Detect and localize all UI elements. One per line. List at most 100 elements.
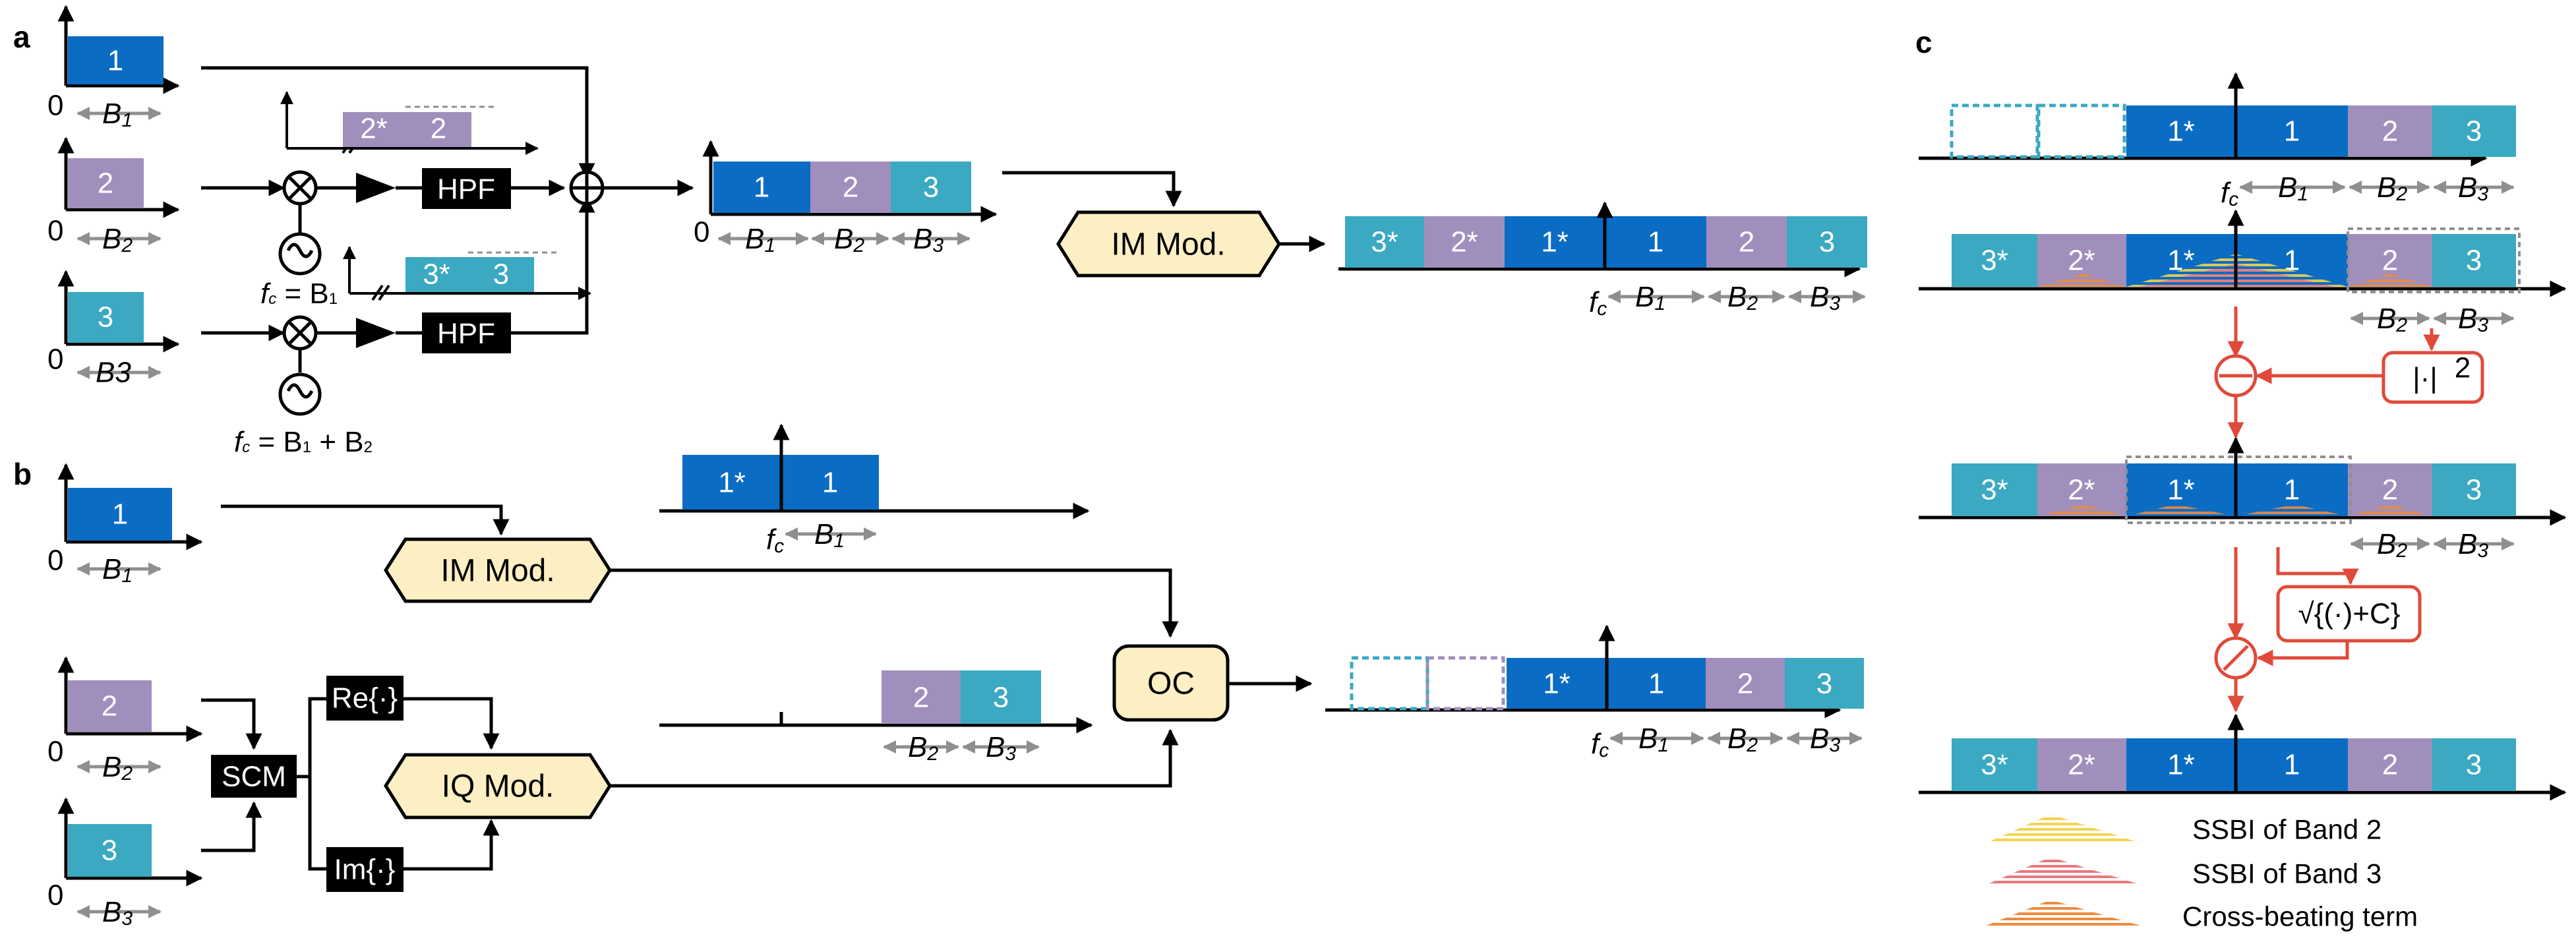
svg-text:B3: B3: [102, 896, 133, 930]
panel-c-row-4: 3* 2* 1* 1 2 3: [1919, 713, 2567, 801]
band-2-label: 2: [98, 167, 113, 200]
im-block: [326, 847, 404, 892]
svg-text:3*: 3*: [1981, 245, 2008, 277]
im-modulator-b-label: IM Mod.: [440, 554, 554, 589]
mixer-1: [282, 170, 318, 206]
band-1-label: 1: [107, 45, 123, 77]
svg-text:3*: 3*: [1981, 474, 2008, 506]
svg-text:2: 2: [2382, 474, 2398, 506]
svg-text:B1: B1: [2278, 171, 2308, 205]
svg-text:1*: 1*: [2167, 749, 2195, 781]
svg-text:B3: B3: [2458, 171, 2488, 205]
bandwidth-b3-label: B3: [96, 357, 131, 389]
svg-text:3*: 3*: [1981, 749, 2008, 781]
band-3-block: [68, 292, 144, 343]
svg-text:2: 2: [1739, 226, 1754, 258]
svg-text:3: 3: [493, 258, 509, 291]
svg-text:0: 0: [47, 879, 63, 912]
divide-icon: [2214, 636, 2258, 680]
svg-text:0: 0: [47, 736, 63, 768]
panel-b-output-spectrum: 1* 1 2 3 fc B1 B2 B3: [1325, 624, 1864, 761]
svg-text:B2: B2: [908, 731, 938, 765]
panel-b-input-1: 1 0 B1: [47, 463, 203, 587]
svg-text:2*: 2*: [1451, 226, 1478, 258]
svg-text:3: 3: [1819, 226, 1835, 258]
zero-label: 0: [47, 215, 63, 247]
oscillator-2-freq: fc = B1 + B2: [234, 426, 373, 458]
panel-a-output-spectrum: 3* 2* 1* 1 2 3 fc B1 B2 B3: [1338, 201, 1867, 320]
svg-text:B3: B3: [1810, 723, 1840, 756]
svg-text:fc: fc: [2221, 177, 2238, 210]
svg-text:B3: B3: [1810, 281, 1840, 314]
band-3-label: 3: [98, 301, 113, 334]
svg-text:2: 2: [2382, 245, 2398, 277]
band-2-block: [68, 158, 144, 208]
panel-a-combined-spectrum: 1 2 3 0 B1 B2 B3: [694, 140, 998, 256]
legend-ssbi3-swatch: [1985, 857, 2143, 885]
svg-text:B2: B2: [1727, 281, 1758, 314]
svg-text:B1: B1: [745, 223, 775, 256]
panel-a-input-2: 2 0 B2: [47, 136, 180, 256]
svg-text:1: 1: [2284, 115, 2300, 148]
svg-text:B2: B2: [2377, 171, 2407, 205]
svg-text:1*: 1*: [1541, 226, 1569, 258]
legend-cross-label: Cross-beating term: [2182, 901, 2418, 932]
re-label: Re{·}: [332, 682, 398, 715]
svg-text:1*: 1*: [1543, 668, 1571, 700]
sqrt-label: √{(·)+C}: [2298, 598, 2401, 630]
svg-text:2: 2: [1737, 668, 1753, 700]
panel-a-spectrum-insert-2: 3* 3: [343, 246, 591, 301]
svg-text:2*: 2*: [360, 113, 388, 145]
panel-c-row-3: 3* 2* 1* 1 2 3 B2 B3: [1919, 436, 2567, 562]
svg-text:2: 2: [102, 690, 117, 723]
svg-text:B1: B1: [814, 518, 845, 552]
svg-text:1*: 1*: [2167, 474, 2195, 506]
legend-ssbi2-swatch: [1985, 814, 2143, 844]
hpf-1: [422, 168, 511, 209]
svg-text:2*: 2*: [2068, 245, 2095, 277]
legend-ssbi2-label: SSBI of Band 2: [2192, 814, 2381, 845]
im-modulator-a-label: IM Mod.: [1111, 227, 1225, 262]
svg-text:3: 3: [102, 835, 117, 867]
panel-a-input-1: 1 0 B1: [47, 5, 180, 131]
svg-text:3*: 3*: [423, 258, 450, 291]
svg-text:3: 3: [923, 171, 939, 204]
scm-block: [211, 755, 297, 798]
scm-label: SCM: [222, 761, 286, 793]
panel-a-spectrum-insert-1: 2* 2: [280, 91, 539, 155]
svg-text:3: 3: [2466, 474, 2482, 506]
svg-text:0: 0: [694, 216, 709, 249]
svg-text:3: 3: [2466, 115, 2482, 148]
oscillator-2-icon: [278, 372, 322, 416]
svg-text:B2: B2: [834, 223, 864, 256]
svg-text:2*: 2*: [2068, 749, 2095, 781]
svg-text:1: 1: [112, 498, 128, 531]
svg-text:3: 3: [2466, 749, 2482, 781]
im-label: Im{·}: [334, 854, 396, 886]
panel-label-b: b: [13, 457, 32, 491]
svg-text:2: 2: [913, 682, 929, 714]
panel-b-spectrum-band1: 1* 1 fc B1: [659, 423, 1090, 557]
mixer-2: [282, 315, 318, 351]
amplifier-icon: [356, 318, 396, 348]
oscillator-1-icon: [278, 232, 322, 276]
legend-cross-swatch: [1985, 900, 2143, 926]
svg-text:2: 2: [2382, 115, 2398, 148]
svg-text:1: 1: [2284, 474, 2300, 506]
legend-ssbi3-label: SSBI of Band 3: [2192, 858, 2381, 889]
re-block: [326, 676, 404, 721]
svg-text:B2: B2: [2377, 303, 2407, 336]
hpf-1-label: HPF: [437, 173, 495, 206]
svg-text:2: 2: [2382, 749, 2398, 781]
svg-text:1: 1: [1648, 226, 1663, 258]
zero-label: 0: [47, 343, 63, 376]
band-1-block: [68, 36, 164, 84]
panel-c-row-2: 3* 2* 1* 1 2 3 B2 B3: [1919, 209, 2567, 336]
zero-label: 0: [47, 90, 63, 122]
svg-text:B2: B2: [2377, 528, 2407, 562]
panel-b-input-3: 3 0 B3: [47, 797, 203, 930]
svg-text:3: 3: [993, 682, 1009, 714]
svg-text:1*: 1*: [718, 467, 746, 499]
svg-text:B3: B3: [2458, 303, 2488, 336]
